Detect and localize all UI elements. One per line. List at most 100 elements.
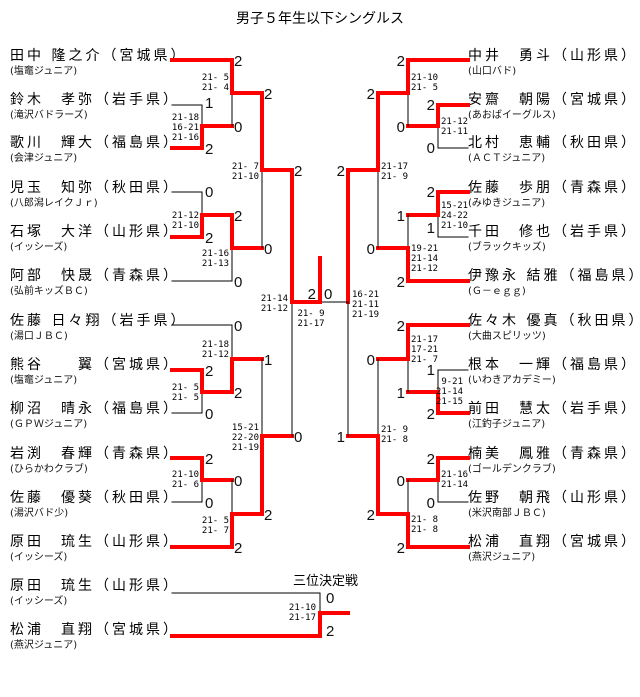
player-prefecture: （福島県） [95,401,180,417]
game-score: 21- 5 [172,383,199,393]
player-name: 松浦 直翔 [10,622,95,638]
left-player-entry: 歌川 輝大（福島県）(会津ジュニア) [10,135,177,165]
game-score: 21-19 [232,443,259,453]
player-club: (江釣子ジュニア) [468,419,546,430]
player-name-and-prefecture: 岩渕 春輝（青森県） [10,446,177,463]
player-name: 千田 修也 [468,224,553,240]
player-prefecture: （福島県） [560,268,640,284]
game-score: 21-14 [436,387,463,397]
player-club: (ゴールデンクラブ) [468,464,556,475]
player-name: 中井 勇斗 [468,48,553,64]
game-score: 21-14 [261,294,288,304]
game-score: 21- 5 [202,73,229,83]
match-score: 2 [205,141,213,158]
game-score: 21-13 [202,259,229,269]
game-score: 21- 9 [297,309,324,319]
player-name-and-prefecture: 伊豫永 結雅（福島県） [468,268,640,285]
game-score: 15-21 [232,423,259,433]
player-name: 田中 隆之介 [10,48,103,64]
player-name-and-prefecture: 安齋 朝陽（宮城県） [468,92,635,109]
match-score: 0 [367,241,375,258]
page-title: 男子５年生以下シングルス [236,11,404,27]
left-player-entry: 児玉 知弥（秋田県）(八郎潟レイクＪｒ) [10,180,177,210]
player-name-and-prefecture: 佐々木 優真（秋田県） [468,313,640,330]
player-name: 前田 慧太 [468,401,553,417]
left-player-entry: 原田 琉生（山形県）(イッシーズ) [10,534,177,564]
match-score: 2 [337,163,345,180]
match-score: 0 [294,429,302,446]
final-score: 0 [324,286,332,303]
player-name-and-prefecture: 原田 琉生（山形県） [10,534,177,551]
game-score: 21- 6 [172,480,199,490]
player-name-and-prefecture: 松浦 直翔（宮城県） [468,534,635,551]
game-score: 21- 5 [202,516,229,526]
player-name-and-prefecture: 根本 一輝（福島県） [468,357,635,374]
match-score: 2 [427,97,435,114]
game-score: 21- 9 [381,425,408,435]
right-player-entry: 松浦 直翔（宮城県）(燕沢ジュニア) [468,534,635,564]
game-score: 21-16 [441,470,468,480]
third-place-label: 三位決定戦 [293,574,358,589]
game-score: 21- 5 [172,393,199,403]
game-score: 21- 7 [202,526,229,536]
player-name-and-prefecture: 佐藤 歩朋（青森県） [468,180,635,197]
player-prefecture: （福島県） [95,135,180,151]
game-score: 21-10 [411,73,438,83]
match-score: 2 [234,53,242,70]
player-club: (燕沢ジュニア) [10,640,78,651]
match-score: 2 [397,274,405,291]
game-score: 21-12 [441,117,468,127]
match-score: 2 [294,163,302,180]
player-club: (滝沢バドラーズ) [10,110,88,121]
match-score: 2 [367,86,375,103]
player-club: (燕沢ジュニア) [468,552,536,563]
player-name: 柳沼 晴永 [10,401,95,417]
player-name-and-prefecture: 松浦 直翔（宮城県） [10,622,177,639]
game-score: 21-10 [172,470,199,480]
game-score: 21- 8 [381,435,408,445]
right-player-entry: 楠美 鳳雅（青森県）(ゴールデンクラブ) [468,446,635,476]
left-player-entry: 石塚 大洋（山形県）(イッシーズ) [10,224,177,254]
left-player-entry: 松浦 直翔（宮城県）(燕沢ジュニア) [10,622,177,652]
player-name: 伊豫永 結雅 [468,268,561,284]
match-score: 1 [397,385,405,402]
right-player-entry: 前田 慧太（岩手県）(江釣子ジュニア) [468,401,635,431]
match-score: 2 [205,230,213,247]
player-name-and-prefecture: 佐藤 日々翔（岩手県） [10,313,184,330]
game-score: 21-14 [411,254,438,264]
match-score: 1 [337,429,345,446]
match-score: 0 [234,318,242,335]
right-player-entry: 佐藤 歩朋（青森県）(みゆきジュニア) [468,180,635,210]
match-score: 2 [234,208,242,225]
player-name-and-prefecture: 石塚 大洋（山形県） [10,224,177,241]
player-name-and-prefecture: 佐野 朝飛（山形県） [468,490,635,507]
player-club: (ＡＣＴジュニア) [468,153,546,164]
player-name: 原田 琉生 [10,534,95,550]
match-score: 2 [367,507,375,524]
match-score: 0 [326,590,334,607]
game-score: 21-11 [352,300,379,310]
final-score: 2 [308,286,316,303]
game-score: 21- 8 [411,525,438,535]
player-club: (会津ジュニア) [10,153,78,164]
player-prefecture: （秋田県） [95,490,180,506]
player-name: 阿部 快晟 [10,268,95,284]
game-score: 21-10 [172,221,199,231]
game-score: 21-10 [232,172,259,182]
player-club: (湯口ＪＢＣ) [10,331,68,342]
game-score: 21-17 [289,613,316,623]
player-club: (八郎潟レイクＪｒ) [10,198,98,209]
game-score: 17-21 [411,345,438,355]
left-player-entry: 鈴木 孝弥（岩手県）(滝沢バドラーズ) [10,92,177,122]
player-club: (塩竈ジュニア) [10,66,78,77]
player-prefecture: （岩手県） [95,92,180,108]
match-score: 0 [397,119,405,136]
player-club: (塩竈ジュニア) [10,375,78,386]
match-score: 1 [264,352,272,369]
player-club: (みゆきジュニア) [468,198,546,209]
player-name-and-prefecture: 北村 恵輔（秋田県） [468,135,635,152]
player-name: 佐野 朝飛 [468,490,553,506]
match-score: 0 [234,274,242,291]
left-player-entry: 原田 琉生（山形県）(イッシーズ) [10,578,177,608]
